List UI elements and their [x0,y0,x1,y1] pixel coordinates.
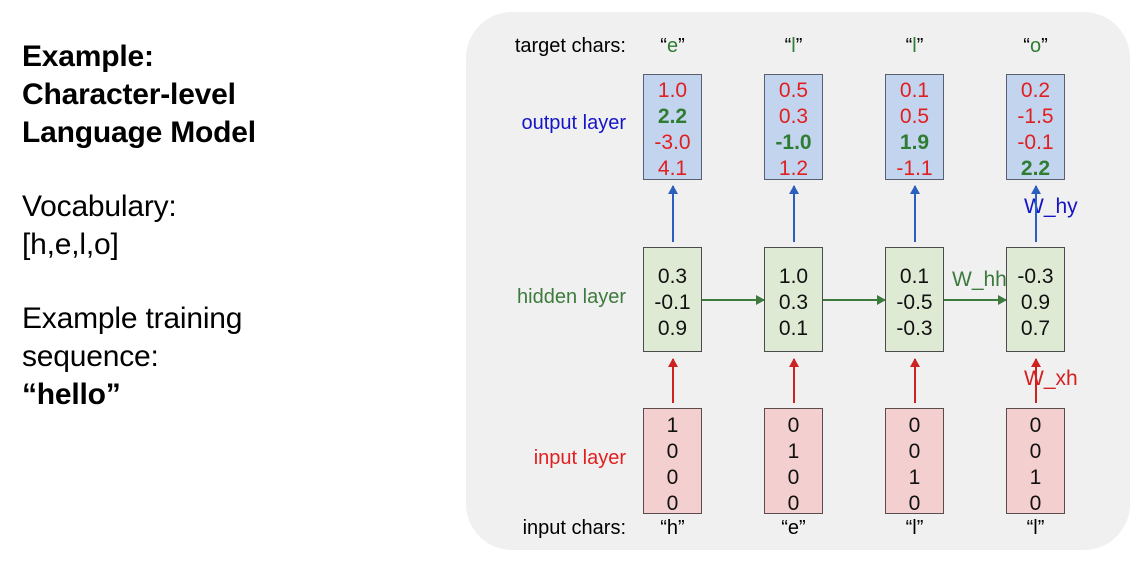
title-line-2: Character-level [22,78,236,111]
output-value: 0.3 [778,105,809,128]
text-spacer-2 [22,264,442,300]
input-value: 0 [666,492,679,515]
hidden-value: 0.1 [899,265,930,288]
input-char-cell: “h” [660,517,685,539]
output-layer-box: 0.2 -1.5 -0.1 2.2 [1006,74,1065,180]
input-value: 0 [666,440,679,463]
input-value: 0 [787,414,800,437]
input-value: 1 [908,466,921,489]
hidden-value: -0.3 [896,317,933,340]
input-value: 0 [787,492,800,515]
weight-label-w-xh: W_xh [1024,367,1078,390]
hidden-value: 0.9 [657,317,688,340]
input-value: 0 [787,466,800,489]
output-value: 1.2 [778,157,809,180]
hidden-value: 0.3 [657,265,688,288]
hidden-layer-box: 0.3 -0.1 0.9 [643,247,702,352]
hidden-value: 0.7 [1020,317,1051,340]
input-value: 1 [787,440,800,463]
output-value: -0.1 [1017,131,1054,154]
hidden-value: -0.1 [654,291,691,314]
weight-label-w-hy: W_hy [1024,195,1078,218]
output-layer-box: 0.5 0.3 -1.0 1.2 [764,74,823,180]
target-char-cell: “o” [1023,35,1048,57]
input-layer-box: 0 0 1 0 [1006,408,1065,515]
row-label-input-layer: input layer [533,447,626,469]
output-value: 4.1 [657,157,688,180]
input-char-cell: “l” [905,517,924,539]
row-label-output-layer: output layer [521,112,626,134]
row-label-target-chars: target chars: [514,35,626,57]
input-char-cell: “e” [781,517,806,539]
output-value: 0.1 [899,79,930,102]
title-line-3: Language Model [22,116,256,149]
input-value: 0 [1029,414,1042,437]
input-value: 0 [908,492,921,515]
output-value: -1.0 [775,131,812,154]
output-value: 2.2 [1020,157,1051,180]
output-value: 0.2 [1020,79,1051,102]
hidden-value: -0.5 [896,291,933,314]
training-sequence-label-line-1: Example training [22,302,243,335]
hidden-value: 0.9 [1020,291,1051,314]
input-layer-box: 0 0 1 0 [885,408,944,515]
output-value: 1.0 [657,79,688,102]
input-layer-box: 1 0 0 0 [643,408,702,515]
hidden-value: 0.3 [778,291,809,314]
output-value: -1.1 [896,157,933,180]
input-value: 0 [908,440,921,463]
explanation-text-block: Example: Character-level Language Model … [22,38,442,414]
hidden-value: -0.3 [1017,265,1054,288]
hidden-layer-box: 0.1 -0.5 -0.3 [885,247,944,352]
input-value: 0 [666,466,679,489]
input-value: 1 [666,414,679,437]
input-layer-box: 0 1 0 0 [764,408,823,515]
hidden-value: 1.0 [778,265,809,288]
row-label-input-chars: input chars: [522,517,626,539]
output-value: 2.2 [657,105,688,128]
hidden-layer-box: -0.3 0.9 0.7 [1006,247,1065,352]
target-char-cell: “l” [905,35,924,57]
output-value: 0.5 [778,79,809,102]
input-value: 0 [1029,440,1042,463]
input-value: 0 [908,414,921,437]
input-value: 0 [1029,492,1042,515]
rnn-diagram-panel: target chars: output layer hidden layer … [466,12,1130,550]
training-sequence-label-line-2: sequence: [22,340,159,373]
output-layer-box: 1.0 2.2 -3.0 4.1 [643,74,702,180]
text-spacer-1 [22,152,442,188]
vocabulary-label: Vocabulary: [22,190,177,223]
hidden-value: 0.1 [778,317,809,340]
vocabulary-value: [h,e,l,o] [22,228,119,261]
output-value: 1.9 [899,131,930,154]
output-layer-box: 0.1 0.5 1.9 -1.1 [885,74,944,180]
title-line-1: Example: [22,40,154,73]
output-value: -1.5 [1017,105,1054,128]
output-value: 0.5 [899,105,930,128]
output-value: -3.0 [654,131,691,154]
target-char-cell: “l” [784,35,803,57]
hidden-layer-box: 1.0 0.3 0.1 [764,247,823,352]
input-char-cell: “l” [1026,517,1045,539]
training-sequence-value: “hello” [22,378,121,411]
input-value: 1 [1029,466,1042,489]
row-label-hidden-layer: hidden layer [517,286,626,308]
target-char-cell: “e” [660,35,685,57]
weight-label-w-hh: W_hh [952,268,1007,291]
